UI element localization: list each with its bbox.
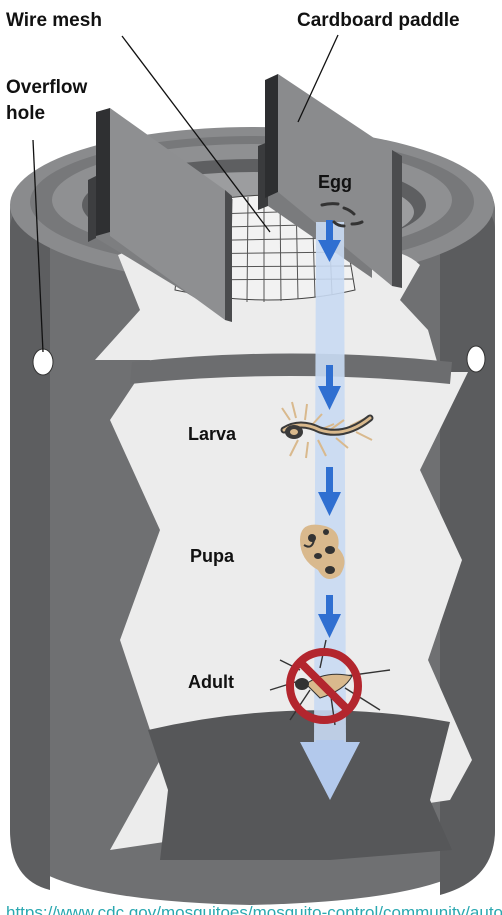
overflow-hole-left [33, 349, 53, 375]
label-overflow-hole-line1: Overflow [6, 77, 88, 98]
label-adult: Adult [188, 672, 234, 692]
label-egg: Egg [318, 172, 352, 192]
source-url: https://www.cdc.gov/mosquitoes/mosquito-… [6, 903, 502, 915]
label-larva: Larva [188, 424, 237, 444]
overflow-hole-right [467, 346, 485, 372]
trap-bottom-water [148, 710, 452, 860]
label-pupa: Pupa [190, 546, 235, 566]
label-overflow-hole-line2: hole [6, 103, 45, 124]
label-cardboard-paddle: Cardboard paddle [297, 10, 460, 31]
label-wire-mesh: Wire mesh [6, 10, 102, 31]
trap-wall-shading-left [10, 190, 50, 890]
